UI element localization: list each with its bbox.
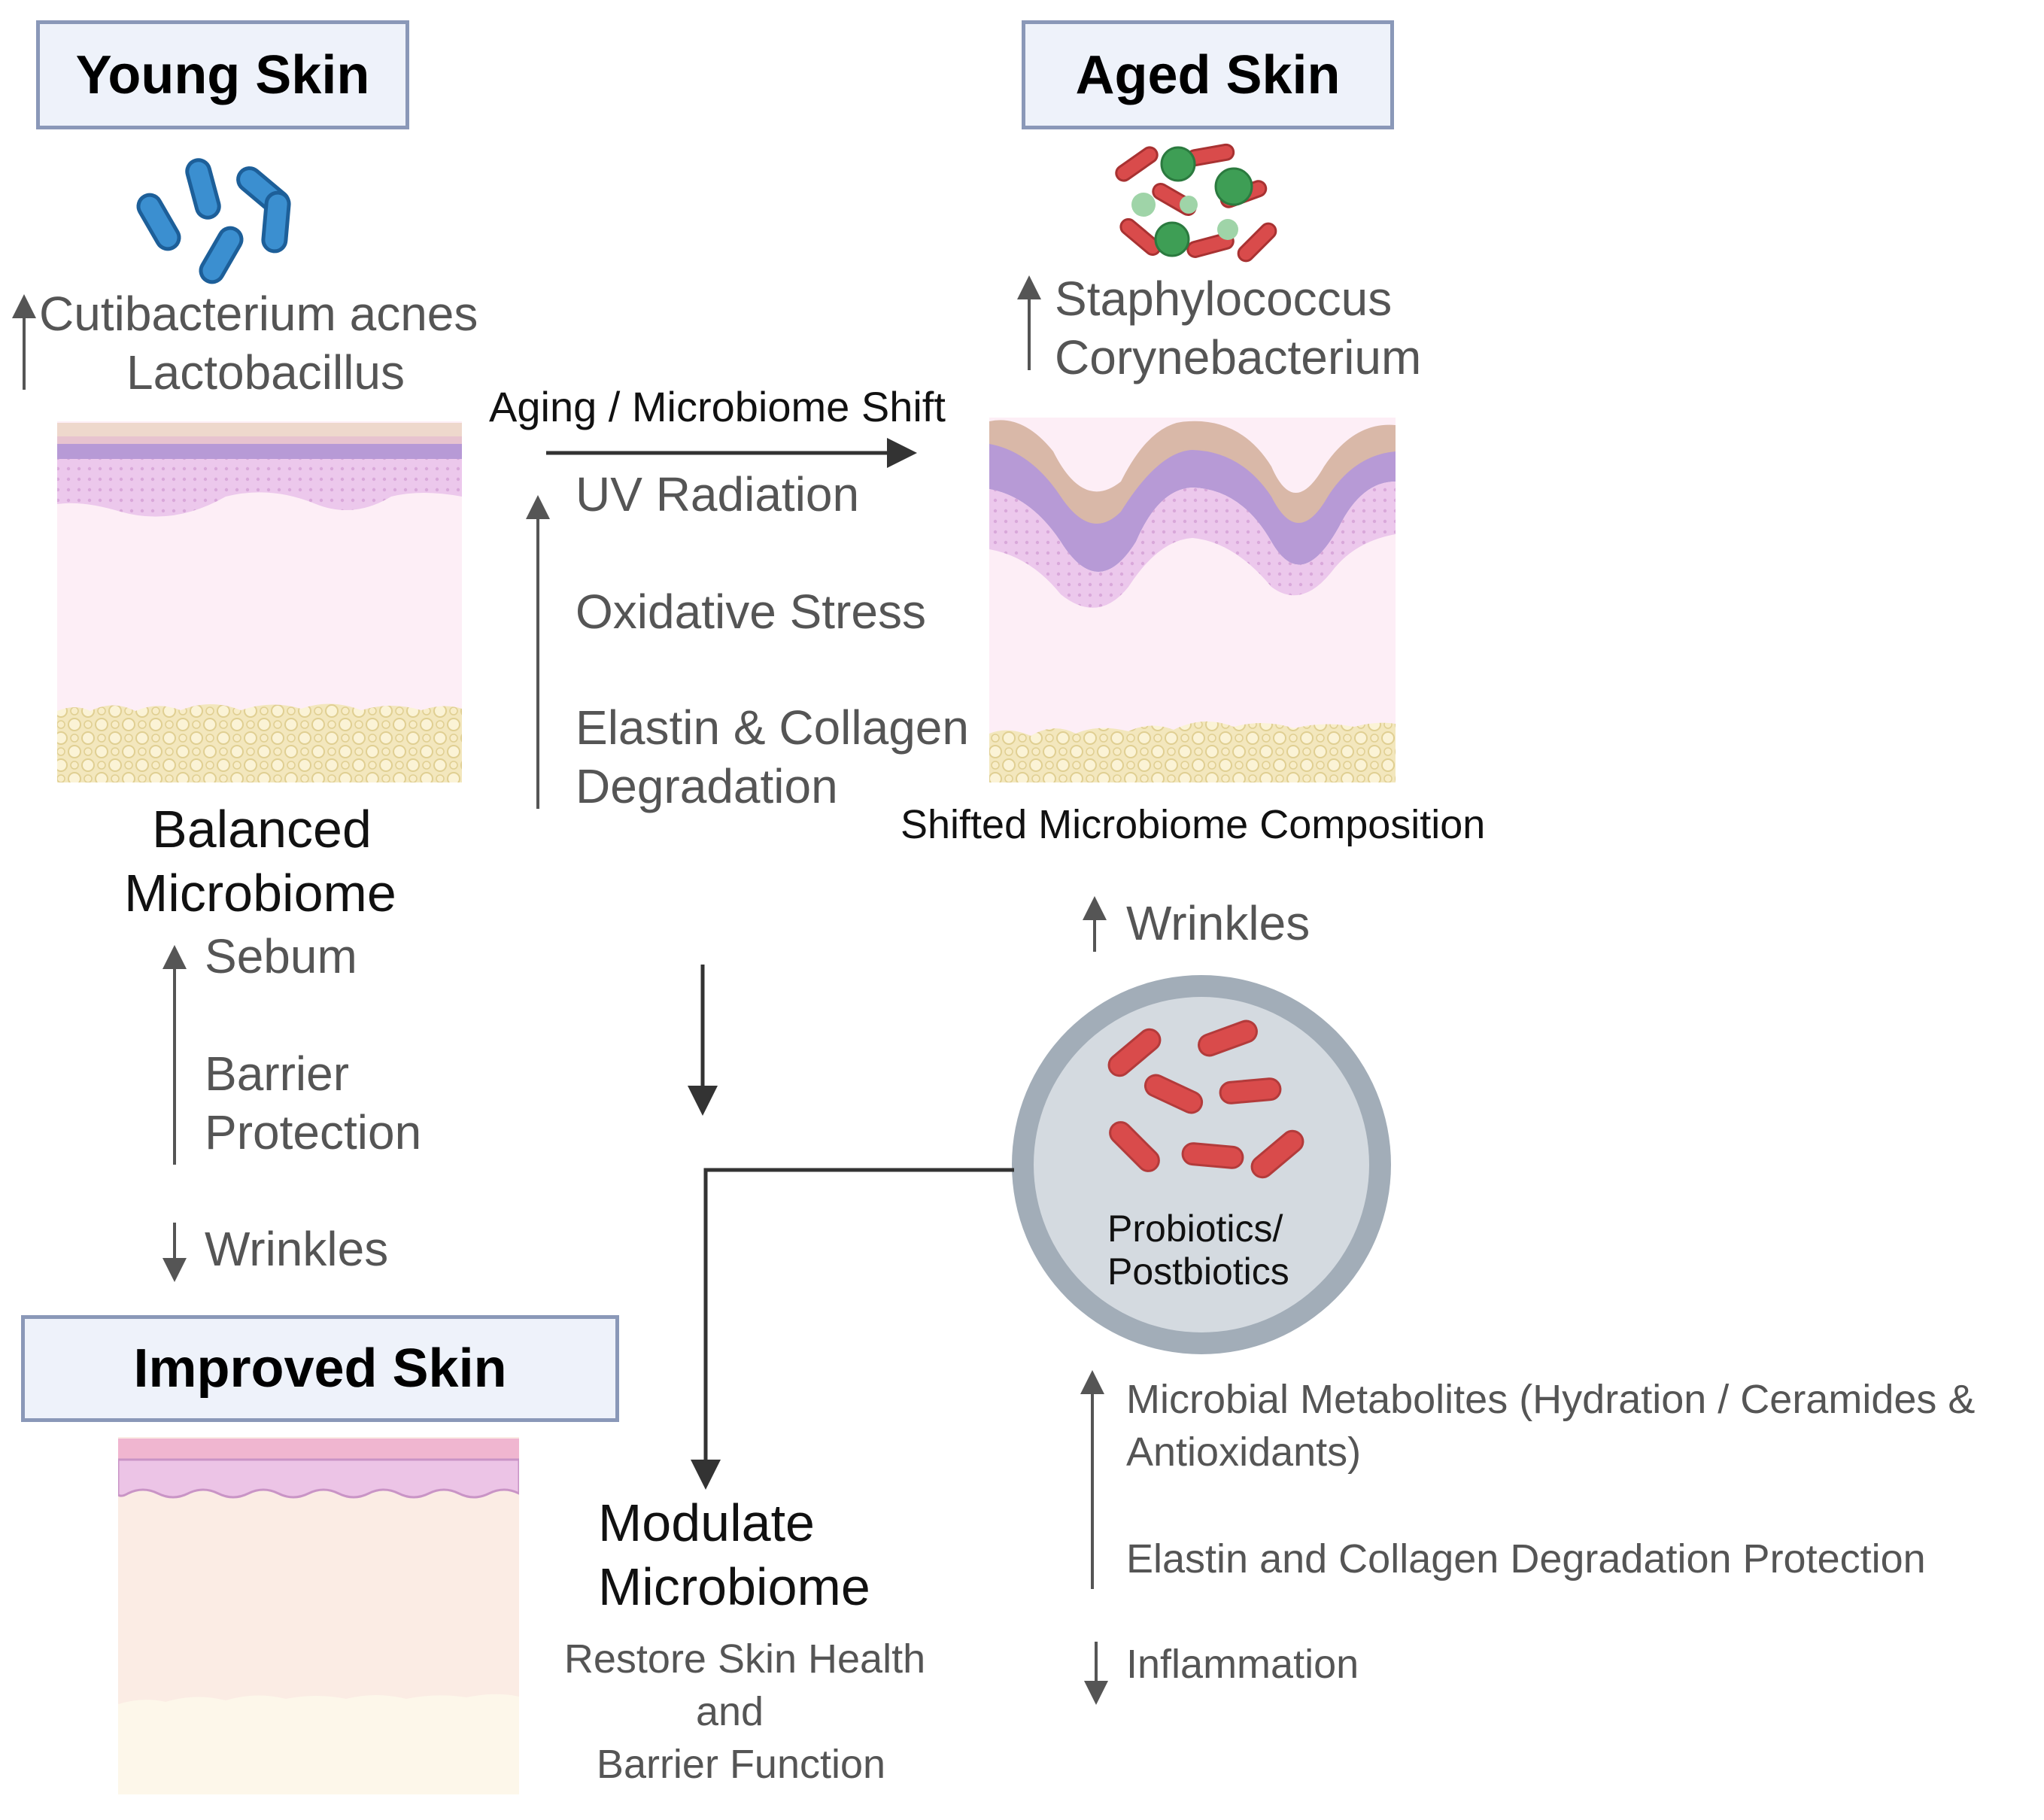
young-up-barrier-1: Barrier xyxy=(205,1047,350,1101)
probiotics-up-protection: Elastin and Collagen Degradation Protect… xyxy=(1126,1536,1926,1581)
aged-up-wrinkles: Wrinkles xyxy=(1126,896,1311,950)
young-state-2: Microbiome xyxy=(124,864,396,922)
improved-skin-layer-icon xyxy=(118,1437,519,1794)
modulate-1: Modulate xyxy=(598,1493,815,1552)
restore-2: and xyxy=(695,1689,764,1734)
young-skin-title-box: Young Skin xyxy=(36,20,409,129)
factor-elastin-1: Elastin & Collagen xyxy=(576,700,969,755)
probiotics-label-2: Postbiotics xyxy=(1107,1250,1289,1293)
restore-3: Barrier Function xyxy=(596,1742,886,1787)
factor-elastin-2: Degradation xyxy=(576,759,838,813)
young-skin-title: Young Skin xyxy=(75,44,370,105)
improved-skin-title-box: Improved Skin xyxy=(21,1315,619,1422)
aged-bacteria-icon xyxy=(1115,143,1277,263)
young-up-sebum: Sebum xyxy=(205,929,357,983)
aged-skin-layer-icon xyxy=(989,418,1396,782)
aged-skin-title: Aged Skin xyxy=(1075,44,1341,105)
aged-bacteria-1: Staphylococcus xyxy=(1055,272,1393,326)
probiotics-up-metabolites-1: Microbial Metabolites (Hydration / Ceram… xyxy=(1126,1377,1976,1422)
factor-uv: UV Radiation xyxy=(576,467,860,521)
dish-to-modulate-connector xyxy=(691,1168,1014,1490)
improved-skin-title: Improved Skin xyxy=(133,1338,507,1399)
probiotics-down-inflammation: Inflammation xyxy=(1126,1642,1359,1687)
young-bacteria-2: Lactobacillus xyxy=(126,345,405,400)
aged-skin-title-box: Aged Skin xyxy=(1022,20,1394,129)
young-down-wrinkles: Wrinkles xyxy=(205,1222,389,1276)
restore-1: Restore Skin Health xyxy=(563,1636,926,1682)
young-state-1: Balanced xyxy=(152,800,372,858)
probiotics-up-metabolites-2: Antioxidants) xyxy=(1126,1430,1362,1475)
aged-bacteria-2: Corynebacterium xyxy=(1055,330,1422,384)
transition-label: Aging / Microbiome Shift xyxy=(489,383,946,430)
probiotic-dish-icon xyxy=(1012,975,1391,1354)
young-up-barrier-2: Protection xyxy=(205,1105,422,1159)
young-bacteria-1: Cutibacterium acnes xyxy=(39,287,478,341)
young-bacteria-icon xyxy=(136,158,291,284)
factor-oxidative: Oxidative Stress xyxy=(576,585,926,639)
probiotics-label-1: Probiotics/ xyxy=(1107,1208,1283,1250)
modulate-2: Microbiome xyxy=(598,1557,870,1616)
arrows xyxy=(12,275,1108,1705)
young-skin-layer-icon xyxy=(57,421,462,782)
aged-state: Shifted Microbiome Composition xyxy=(901,802,1486,847)
